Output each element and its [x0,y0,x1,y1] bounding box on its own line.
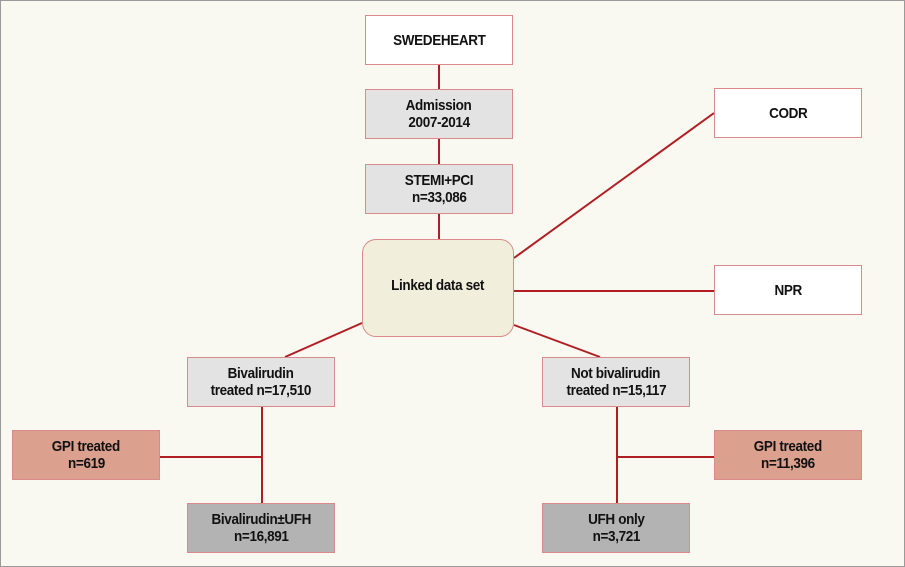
line-linked-codr [513,112,715,259]
node-linked-data-set: Linked data set [362,239,514,337]
node-label: CODR [768,104,808,122]
node-value: treated n=17,510 [210,382,312,399]
node-value: treated n=15,117 [566,382,666,399]
node-gpi-treated-right: GPI treated n=11,396 [714,430,862,480]
node-gpi-treated-left: GPI treated n=619 [12,430,160,480]
node-npr: NPR [714,265,862,315]
node-label: STEMI+PCI [404,172,474,189]
node-label: UFH only [587,511,645,528]
node-bivalirudin-ufh: Bivalirudin±UFH n=16,891 [187,503,335,553]
node-value: n=16,891 [233,528,289,545]
node-label: Admission [406,97,472,114]
node-swedeheart: SWEDEHEART [365,15,513,65]
node-label: Bivalirudin±UFH [211,511,311,528]
node-value: n=619 [67,455,105,472]
node-admission: Admission 2007-2014 [365,89,513,139]
node-label: SWEDEHEART [392,31,486,49]
node-label: Linked data set [391,276,485,294]
node-ufh-only: UFH only n=3,721 [542,503,690,553]
line-linked-notbival [513,324,601,358]
node-label: GPI treated [753,438,823,455]
node-label: NPR [774,281,802,299]
line-linked-bival [284,322,363,358]
node-value: n=11,396 [761,455,815,472]
node-value: 2007-2014 [408,114,470,131]
node-codr: CODR [714,88,862,138]
node-stemi-pci: STEMI+PCI n=33,086 [365,164,513,214]
node-label: GPI treated [51,438,121,455]
node-not-bivalirudin-treated: Not bivalirudin treated n=15,117 [542,357,690,407]
node-value: n=3,721 [592,528,640,545]
node-label: Bivalirudin [228,365,294,382]
node-value: n=33,086 [411,189,467,206]
node-label: Not bivalirudin [571,365,661,382]
node-bivalirudin-treated: Bivalirudin treated n=17,510 [187,357,335,407]
